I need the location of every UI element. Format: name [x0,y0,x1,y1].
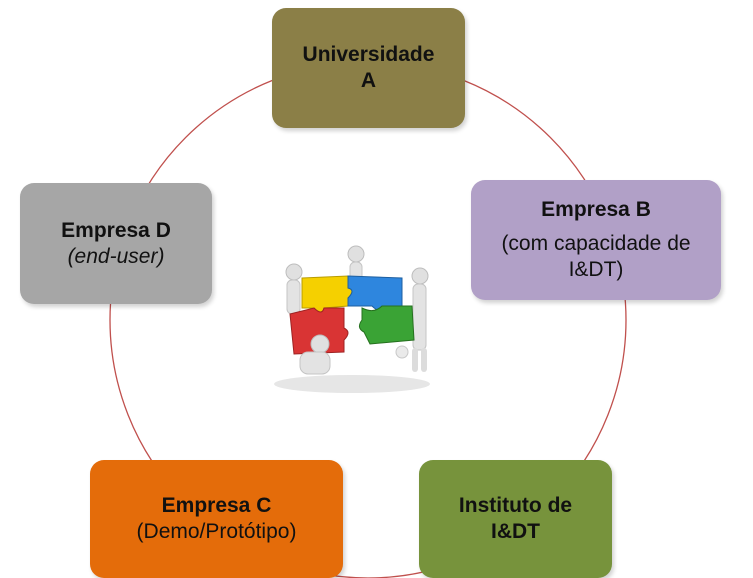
node-e-subtitle: I&DT [491,520,540,543]
node-d-subtitle: (end-user) [67,244,165,268]
node-c-title: Empresa C [161,494,272,517]
node-empresa-d: Empresa D (end-user) [20,183,212,304]
puzzle-piece-blue [347,275,403,311]
puzzle-piece-yellow [301,275,353,313]
node-b-title: Empresa B [541,198,651,221]
node-e-title: Instituto de [458,494,573,517]
node-a-subtitle: A [360,69,377,92]
node-universidade-a: Universidade A [272,8,465,128]
puzzle-piece-green [358,305,415,345]
node-instituto-idt: Instituto de I&DT [419,460,612,578]
node-empresa-b: Empresa B (com capacidade de I&DT) [471,180,721,300]
puzzle-piece-red [289,307,349,355]
node-c-subtitle: (Demo/Protótipo) [136,520,297,543]
node-a-title: Universidade [302,43,435,66]
node-b-subtitle: (com capacidade de I&DT) [501,232,691,281]
puzzle-team-icon [274,245,430,393]
node-empresa-c: Empresa C (Demo/Protótipo) [90,460,343,578]
node-d-title: Empresa D [61,218,171,242]
